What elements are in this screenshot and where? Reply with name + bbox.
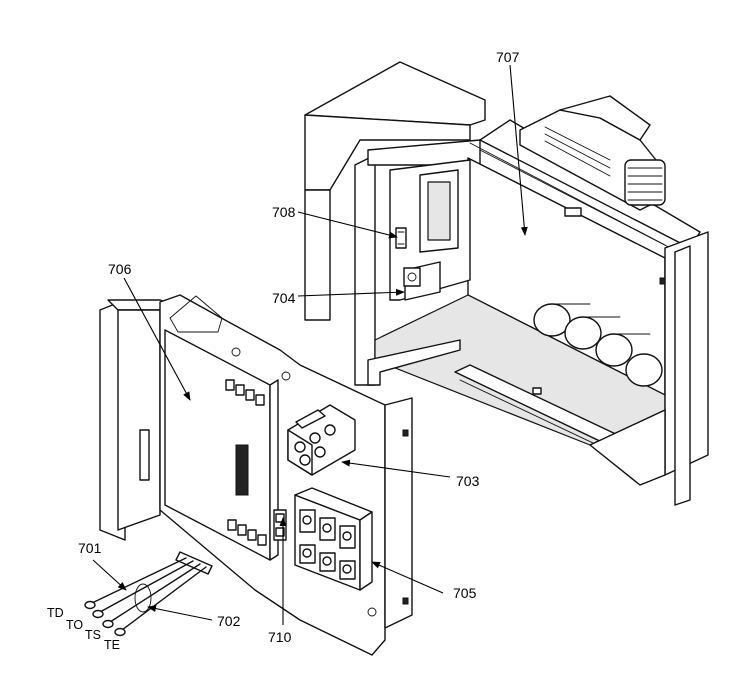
label-708: 708: [272, 204, 296, 220]
fuse-holder-710: [273, 509, 287, 541]
label-704: 704: [272, 290, 296, 306]
rear-housing-707: [304, 61, 709, 506]
label-710: 710: [268, 629, 292, 645]
sensor-label-to: TO: [66, 618, 83, 632]
label-702: 702: [217, 613, 241, 629]
label-706: 706: [108, 261, 132, 277]
front-panel-assembly: [99, 294, 413, 656]
pcb-connectors: [225, 379, 267, 546]
label-703: 703: [456, 473, 480, 489]
callout-labels: 707 708 704 706 703 705 710 702 701 TD T…: [47, 49, 520, 652]
terminal-block-705: [294, 487, 373, 591]
label-701: 701: [78, 540, 102, 556]
label-707: 707: [496, 49, 520, 65]
leader-lines: [92, 64, 528, 625]
sensor-label-ts: TS: [85, 628, 101, 642]
thermistor-sensors-701: [84, 551, 213, 637]
sensor-label-td: TD: [47, 606, 64, 620]
cable-connector: [519, 95, 666, 217]
capacitor-cylinders: [533, 303, 663, 387]
label-705: 705: [453, 585, 477, 601]
terminal-block-703: [287, 404, 356, 476]
sensor-label-te: TE: [104, 638, 120, 652]
